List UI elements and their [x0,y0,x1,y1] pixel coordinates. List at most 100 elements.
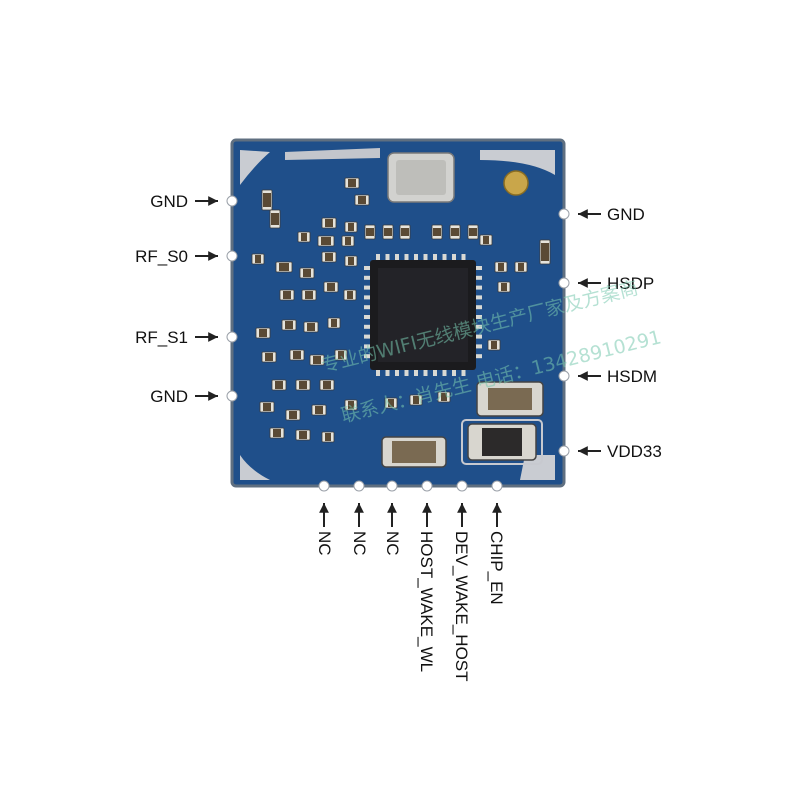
pin-arrow-head [422,503,432,513]
smd-body [307,323,315,331]
chip-pin [376,254,380,260]
inductor-2-body [482,428,522,456]
smd-body [388,399,394,407]
chip-pin [364,275,370,280]
smd-body [451,228,459,236]
edge-pad-right [558,208,570,220]
chip-pin [442,254,447,260]
smd-body [293,351,301,359]
chip-pin [364,354,370,359]
pin-label-right-3: HSDM [607,367,658,386]
pin-label-left-3: RF_S1 [135,328,188,347]
pin-arrow-head [208,251,218,261]
pin-arrows [195,196,601,527]
smd-body [275,381,283,389]
smd-body [491,341,497,349]
pin-arrow-head [578,209,588,219]
pin-arrow-head [578,278,588,288]
edge-pad-left [226,195,238,207]
chip-pin [395,254,399,260]
chip-pin [461,370,466,376]
smd-body [323,381,331,389]
edge-pad-left [226,331,238,343]
smd-body [358,196,366,204]
pin-label-bottom-4: HOST_WAKE_WL [417,531,436,673]
smd-body [498,263,504,271]
smd-body [313,356,321,364]
edge-pad-right [558,277,570,289]
smd-body [327,283,335,291]
smd-body [279,263,289,271]
chip-pin [364,266,370,270]
chip-pin [414,370,418,376]
chip-pin [476,315,482,319]
chip-pin [476,324,482,329]
pin-arrow-head [208,391,218,401]
pin-label-bottom-1: NC [315,531,334,556]
chip-pin [476,305,482,310]
chip-pin [423,370,428,376]
chip-pin [404,370,409,376]
smd-body [469,228,477,236]
chip-pin [442,370,447,376]
chip-pin [395,370,399,376]
pin-label-bottom-5: DEV_WAKE_HOST [452,531,471,682]
pin-arrow-head [319,503,329,513]
smd-body [384,228,392,236]
chip-pin [476,344,482,349]
smd-body [315,406,323,414]
chip-pin [423,254,428,260]
pin-label-left-1: GND [150,192,188,211]
smd-body [255,255,261,263]
edge-pad-bottom [318,480,330,492]
edge-trace [240,455,270,480]
chip-pin [364,305,370,310]
crystal-top [396,160,446,195]
chip-pin [414,254,418,260]
chip-pin [364,344,370,349]
smd-body [289,411,297,419]
smd-body [273,429,281,437]
edge-trace [520,455,555,480]
pcb-group [226,138,570,492]
chip-pin [476,295,482,300]
pin-label-right-1: GND [607,205,645,224]
edge-pad-bottom [353,480,365,492]
smd-body [348,257,354,265]
chip-pin [476,275,482,280]
smd-body [285,321,293,329]
edge-pad-bottom [421,480,433,492]
pin-arrow-head [208,196,218,206]
chip-pin [476,266,482,270]
smd-body [283,291,291,299]
chip-pin [385,370,390,376]
smd-body [331,319,337,327]
chip-pin [476,285,482,290]
smd-body [348,179,356,187]
edge-pad-bottom [491,480,503,492]
edge-pad-bottom [456,480,468,492]
chip-pin [364,295,370,300]
edge-trace [285,148,380,160]
wifi-chip-die [378,268,468,362]
pin-arrow-head [387,503,397,513]
smd-body [483,236,489,244]
smd-body [348,223,354,231]
pin-arrow-head [578,446,588,456]
smd-body [347,291,353,299]
pin-label-bottom-2: NC [350,531,369,556]
smd-body [301,233,307,241]
smd-body [401,228,409,236]
smd-body [433,228,441,236]
smd-body [348,401,354,409]
chip-pin [364,334,370,339]
smd-body [299,381,307,389]
edge-pad-right [558,445,570,457]
pin-arrow-head [354,503,364,513]
edge-trace [480,150,555,175]
smd-body [263,193,271,207]
chip-pin [364,285,370,290]
pin-arrow-head [457,503,467,513]
pin-arrow-head [208,332,218,342]
